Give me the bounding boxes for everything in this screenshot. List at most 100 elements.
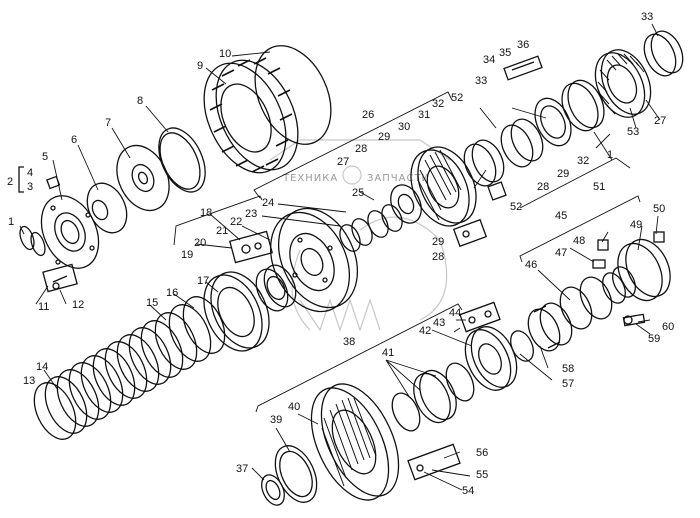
label-10: 10 [219, 48, 231, 60]
label-22: 22 [230, 216, 242, 228]
part-9-ring-gear [203, 57, 299, 174]
part-17-piston [203, 271, 270, 352]
label-30: 30 [398, 121, 410, 133]
label-15: 15 [146, 297, 158, 309]
part-41-rings [391, 362, 475, 432]
leader-lines [19, 23, 661, 491]
label-4: 4 [27, 167, 33, 179]
part-37-ring [261, 474, 285, 506]
label-28-a: 28 [355, 143, 367, 155]
label-18: 18 [200, 207, 212, 219]
part-46-rings [559, 276, 613, 330]
label-33-b: 33 [641, 11, 653, 23]
label-24: 24 [262, 197, 274, 209]
label-58: 58 [562, 363, 574, 375]
label-29-a: 29 [378, 131, 390, 143]
label-40: 40 [288, 401, 300, 413]
label-1-left: 1 [8, 216, 14, 228]
label-35: 35 [499, 47, 511, 59]
watermark-left-text: ТЕХНИКА [282, 173, 338, 184]
part-32-ring [500, 118, 544, 168]
part-47-48-50-small [592, 231, 665, 269]
label-39: 39 [270, 414, 282, 426]
label-60: 60 [662, 321, 674, 333]
part-31-ring [463, 139, 505, 187]
watermark-right-text: ЗАПЧАСТИ [367, 173, 430, 184]
label-31: 31 [418, 109, 430, 121]
label-52-a: 52 [451, 92, 463, 104]
part-34-36-pin [503, 55, 543, 81]
label-32-b: 32 [577, 155, 589, 167]
label-6: 6 [71, 134, 77, 146]
label-36: 36 [517, 39, 529, 51]
part-8-ring [158, 127, 206, 193]
bracket-2 [18, 166, 61, 193]
label-46: 46 [525, 259, 537, 271]
label-29-b: 29 [557, 168, 569, 180]
label-51: 51 [593, 181, 605, 193]
label-43: 43 [433, 317, 445, 329]
part-29-clip [452, 218, 488, 248]
label-26: 26 [362, 109, 374, 121]
part-1-right-race [561, 79, 605, 132]
label-25: 25 [352, 187, 364, 199]
label-37: 37 [236, 463, 248, 475]
label-54: 54 [462, 485, 474, 497]
label-55: 55 [476, 469, 488, 481]
part-19-bearing [255, 264, 297, 312]
label-48: 48 [573, 235, 585, 247]
label-13: 13 [23, 375, 35, 387]
label-14: 14 [36, 361, 48, 373]
part-22-planet-carrier [270, 207, 358, 313]
label-57: 57 [562, 378, 574, 390]
label-59: 59 [648, 333, 660, 345]
part-6-ring [86, 182, 128, 234]
label-23: 23 [245, 208, 257, 220]
label-28-b: 28 [537, 181, 549, 193]
label-44: 44 [449, 307, 461, 319]
label-27-b: 27 [654, 115, 666, 127]
label-50: 50 [653, 203, 665, 215]
label-41: 41 [382, 347, 394, 359]
label-11: 11 [38, 301, 49, 313]
part-labels: 1 2 3 4 5 6 7 8 9 10 11 12 13 14 15 16 1… [7, 11, 674, 497]
part-53-roller-bearing [594, 49, 652, 118]
part-49-housing [602, 238, 671, 304]
part-57-58-sleeve [510, 302, 573, 362]
label-53: 53 [627, 126, 639, 138]
part-20-21-pin [229, 230, 273, 264]
label-27-a: 27 [337, 156, 349, 168]
clutch-pack-13-16 [33, 296, 226, 440]
label-19: 19 [181, 249, 193, 261]
label-1-right: 1 [607, 149, 613, 161]
label-7: 7 [105, 117, 111, 129]
part-10-snap-ring [254, 45, 332, 145]
label-8: 8 [137, 95, 143, 107]
label-3: 3 [27, 181, 33, 193]
part-54-56-bolt [407, 443, 461, 481]
label-32-a: 32 [432, 98, 444, 110]
label-29-c: 29 [432, 236, 444, 248]
label-28-c: 28 [432, 251, 444, 263]
label-9: 9 [197, 60, 203, 72]
part-59-60-bolt [622, 313, 646, 327]
label-34: 34 [483, 54, 495, 66]
part-24-shaft [339, 204, 403, 252]
part-40-drum [310, 383, 400, 501]
label-5: 5 [42, 151, 48, 163]
label-17: 17 [197, 275, 209, 287]
part-43-44-bolt [459, 301, 501, 333]
label-38: 38 [343, 336, 355, 348]
part-1-o-rings [19, 225, 46, 257]
label-49: 49 [630, 219, 642, 231]
label-42: 42 [419, 325, 431, 337]
label-52-b: 52 [510, 201, 522, 213]
label-56: 56 [476, 447, 488, 459]
part-11-12-bolt [42, 263, 78, 293]
label-2: 2 [7, 176, 13, 188]
label-21: 21 [216, 225, 228, 237]
part-7-disc [116, 144, 170, 212]
part-27-28-washer [390, 184, 422, 224]
label-16: 16 [166, 287, 178, 299]
